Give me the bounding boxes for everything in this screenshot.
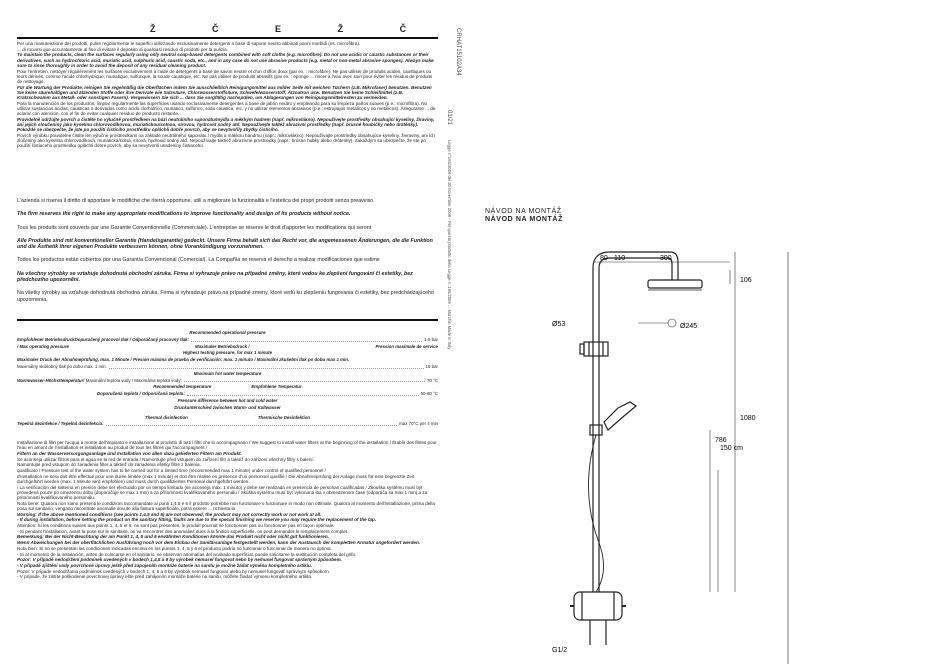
- spec-value: max 70°C per 4 min: [399, 421, 438, 427]
- notes-paragraph: d'installation ne sera doit être effectu…: [17, 473, 415, 484]
- maintenance-paragraph: Para la manutención de los productos, li…: [17, 100, 436, 117]
- rights-paragraph: L'azienda si riserva il diritto di appor…: [17, 198, 375, 204]
- notes-paragraph: / La verificación del sistema en presión…: [17, 484, 428, 501]
- divider: [17, 319, 438, 321]
- wall-bracket: [583, 341, 609, 357]
- spec-label: / Maximální teplota vody / Maximálna tep…: [83, 377, 182, 383]
- notes-paragraph: Installazione di filtri per l'acqua a mo…: [17, 440, 437, 451]
- rights-paragraph: Na všetky výrobky sa vzťahuje dohodnutá …: [17, 290, 434, 303]
- notes-paragraph: Attention: Si les conditions suivies aux…: [17, 523, 335, 529]
- notes-paragraph: - V případě zjištění vady povrchové úpra…: [17, 562, 313, 568]
- legal-note: Legge n°166/2009 del 20 novembre 2009 - …: [447, 140, 452, 350]
- spec-label: Empfohlene Temperatur: [251, 384, 302, 390]
- spec-label: Tepelná dezinfekce / Tepelná dezinfekcia…: [17, 421, 104, 427]
- spec-value: 50-60 °C: [420, 391, 438, 397]
- notes-paragraph: Namontujte pred vstupom do zariadenia fi…: [17, 462, 201, 468]
- shower-drawing: 80 - 110 300 106 Ø53 Ø245 1080 786 150 c…: [552, 251, 789, 664]
- notes-section: Installazione di filtri per l'acqua a mo…: [17, 440, 438, 658]
- rights-paragraph: Na všechny výrobky se vztahuje dohodnutá…: [17, 270, 413, 284]
- header-char: Č: [399, 24, 434, 34]
- header-char: E: [275, 24, 309, 34]
- spec-label: Maximaler Druck der Abnahmeprüfung, max.…: [17, 357, 350, 363]
- head-stem-inner: [667, 257, 673, 280]
- arm-bottom: [598, 257, 668, 269]
- arm-top: [592, 251, 670, 269]
- spec-label: Thermal disinfection: [144, 414, 188, 420]
- spec-value: 1-5 bar: [424, 336, 438, 342]
- notes-paragraph: - Si al momento de la instalación, antes…: [17, 551, 357, 557]
- header-char: Č: [212, 24, 246, 34]
- spec-title: Pressure difference between hot and cold…: [177, 397, 278, 403]
- spec-label: Dopuručený pracovní tlak / Odporúčaný pr…: [74, 336, 190, 342]
- rights-section: L'azienda si riserva il diritto di appor…: [17, 198, 438, 316]
- notes-paragraph: Bemerkung: Bei der Nicht-Beachtung der a…: [17, 534, 329, 540]
- notes-paragraph: Se aconseja utilizar filtros para el agu…: [17, 456, 314, 462]
- notes-paragraph: qualificato / Pressure test of the water…: [17, 468, 326, 474]
- dimension-label: 106: [740, 277, 752, 284]
- dimension-label: 786: [715, 437, 727, 444]
- header-char: Ž: [337, 24, 371, 34]
- doc-code: CRHAT15102A34: [455, 28, 461, 76]
- notes-paragraph: - V prípade, že zistíte poškodenie povrc…: [17, 574, 313, 580]
- spec-value: 16 bar: [425, 363, 438, 369]
- spec-title: Recommended operational pressure: [189, 330, 266, 335]
- notes-paragraph: - If during installation, before setting…: [17, 517, 377, 523]
- notes-paragraph: - Si pendant l'installation, avant la po…: [17, 528, 349, 534]
- maintenance-paragraph: Pravidelně udržujte povrch a čistěte ho …: [17, 116, 435, 133]
- dimension-label: Ø245: [680, 323, 697, 330]
- spec-label: / Max operating pressure: [17, 343, 69, 349]
- header-char: Ž: [150, 24, 183, 34]
- spec-label: Maximálny skúšobný tlak po dobu max. 1 m…: [17, 363, 107, 369]
- notes-paragraph: Pozor: V prípade nedodržania podmienok u…: [17, 568, 330, 574]
- dimension-label: 80 - 110: [600, 255, 625, 262]
- maintenance-paragraph: To maintain the products, clean the surf…: [17, 52, 434, 68]
- maintenance-paragraph: Per una manutenzione dei prodotti, pulir…: [17, 41, 361, 46]
- rights-paragraph: The firm reserves the right to make any …: [17, 211, 351, 218]
- spec-value: 70 °C: [426, 377, 438, 383]
- notes-paragraph: Nota bien: Si no se presentan las condic…: [17, 545, 332, 551]
- spec-title: Druckunterschied zwischen Warm- und Kalt…: [174, 404, 281, 410]
- dimension-label: G1/2: [552, 647, 567, 654]
- spec-label: Doporučená teplota / Odporúčaná teplota:: [97, 391, 185, 397]
- dimension-label: 1080: [740, 415, 756, 422]
- notes-paragraph: Filtern an der Wasserversorgungsanlage u…: [17, 450, 242, 456]
- mixer-body: [573, 591, 623, 621]
- dimension-label: 150 cm: [720, 445, 743, 452]
- spec-label: Thermische Desinfektion: [257, 414, 311, 420]
- spec-label: Empfohlener Betriebsdruck: [17, 336, 75, 342]
- spec-label: Recommended temperature: [153, 384, 212, 390]
- maintenance-paragraph: ... di rociarsi que accuratamente al fin…: [17, 46, 228, 52]
- spec-title: Highest testing pressure, for max 1 minu…: [182, 350, 273, 356]
- doc-date: 01/21: [446, 110, 452, 126]
- dimension-label: Ø53: [552, 321, 565, 328]
- shower-head: [647, 279, 703, 289]
- manual-title-bold: NÁVOD NA MONTÁŽ: [485, 216, 563, 223]
- notes-paragraph: Nota bene: Qualora non siano presenti le…: [17, 500, 435, 511]
- spec-label: Warmwasser-Höchsttemperatur: [17, 377, 84, 383]
- maintenance-paragraph: Pour l'entretien, nettoyer régulièrement…: [17, 68, 433, 84]
- header-title: Ž Č E Ž Č: [150, 24, 433, 34]
- notes-paragraph: Pozor: V případě nedodržení podmínek uve…: [17, 557, 342, 563]
- notes-paragraph: Warning: If the above mentioned conditio…: [17, 511, 322, 517]
- hand-shower: [603, 401, 638, 431]
- spec-label: Pression maximale de service: [375, 343, 438, 349]
- rights-paragraph: Alle Produkte sind mit konventioneller G…: [17, 237, 433, 251]
- divider: [17, 37, 438, 39]
- rights-paragraph: Todos los productos están cubiertos por …: [17, 257, 380, 264]
- rights-paragraph: Tous les produits sont couverts par une …: [17, 224, 372, 231]
- maintenance-paragraph: Für die Wartung der Produkte, reinigen S…: [17, 84, 432, 101]
- maintenance-paragraph: Povrch výrobku pravidelne čistite len vý…: [17, 132, 435, 149]
- spec-section: Recommended operational pressure Empfohl…: [17, 330, 438, 428]
- notes-paragraph: Wenn Abweichungen bei der oberflächliche…: [17, 540, 421, 546]
- spec-title: Maximum hot water temperature: [193, 370, 262, 376]
- spec-label: Maximaler Betriebsdruck /: [194, 343, 250, 349]
- dimension-label: 300: [660, 255, 672, 262]
- maintenance-section: Per una manutenzione dei prodotti, pulir…: [17, 41, 438, 171]
- manual-title: NÁVOD NA MONTÁŽ: [485, 208, 562, 215]
